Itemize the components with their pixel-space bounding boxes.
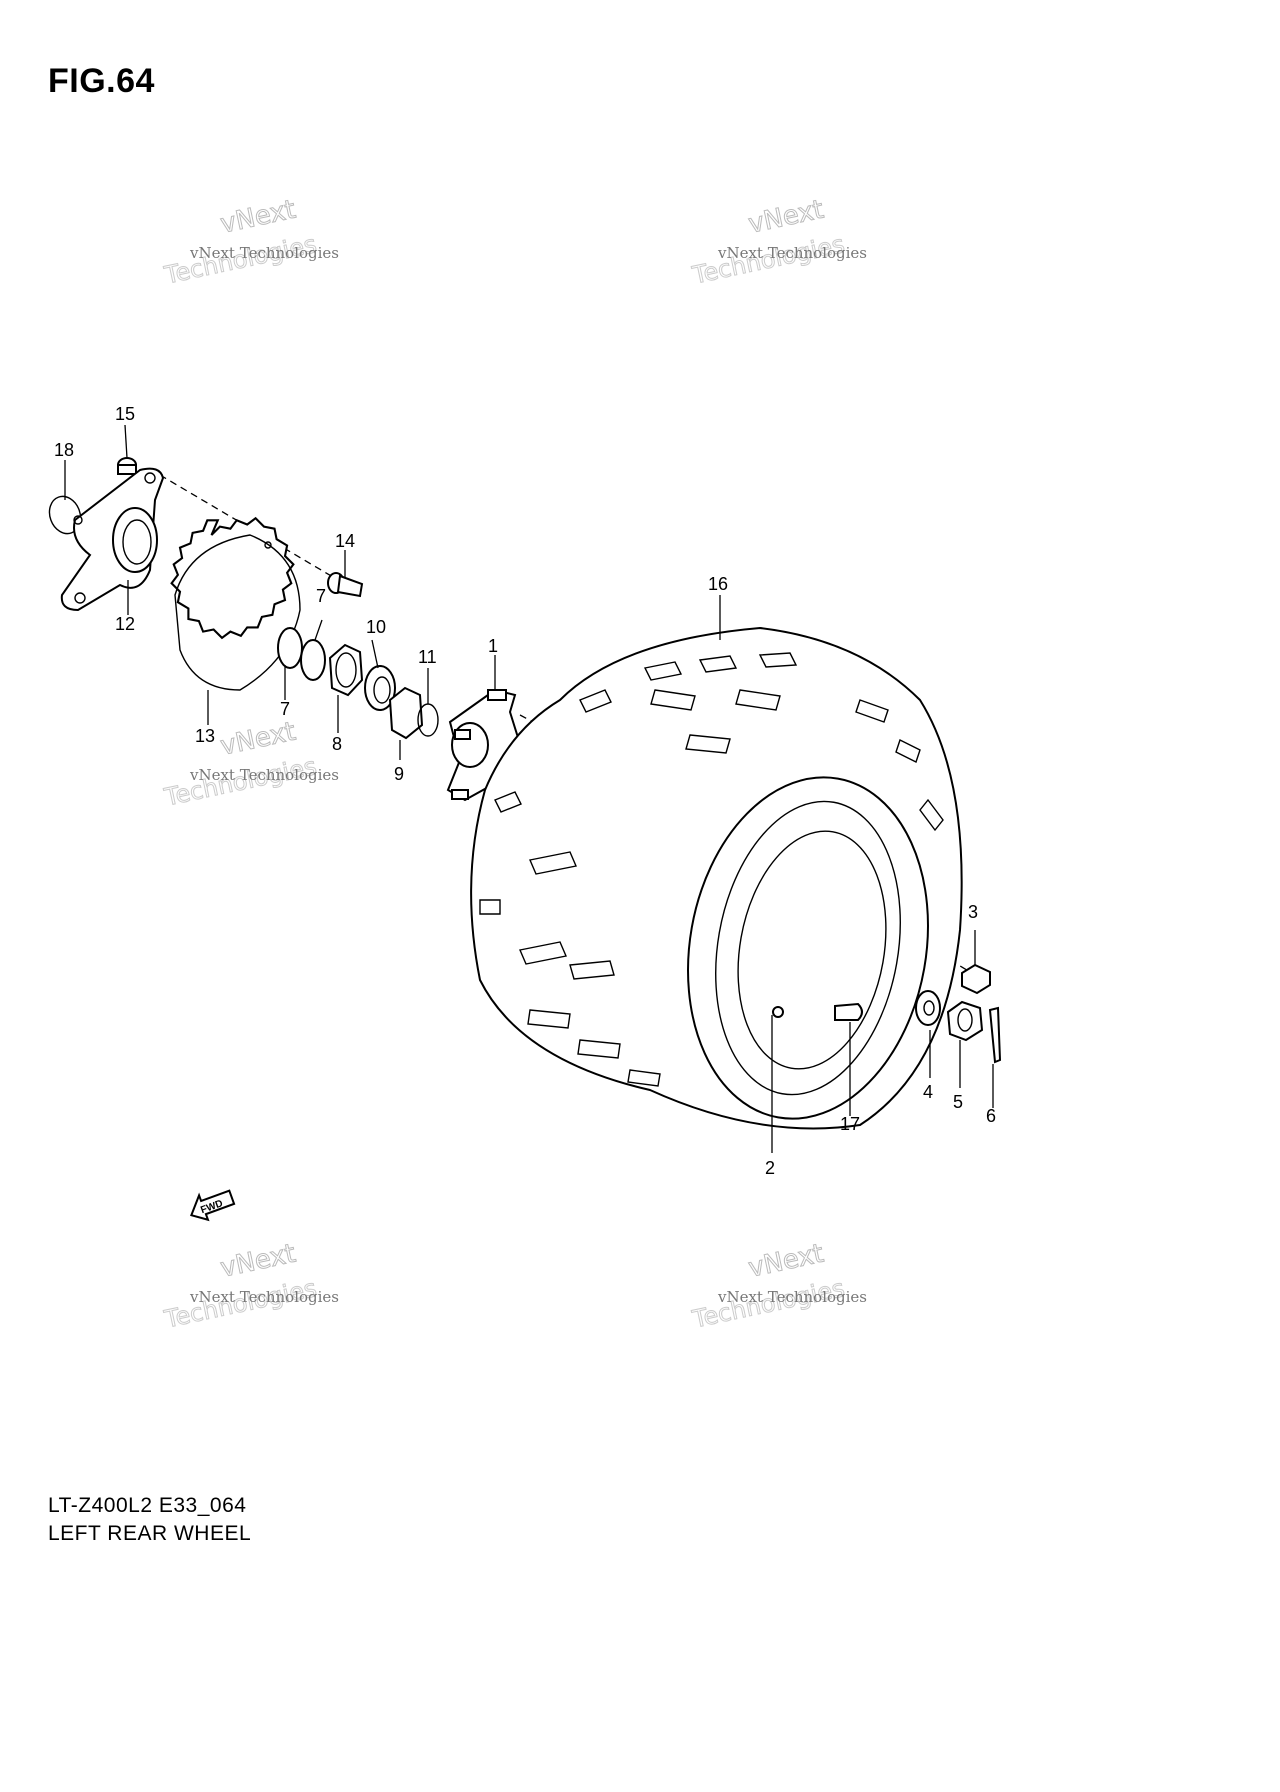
callout-6: 6: [986, 1106, 996, 1126]
callout-7-upper: 7: [316, 586, 326, 606]
spacer-part: [300, 639, 326, 681]
forward-direction-badge: FWD: [190, 1189, 236, 1222]
figure-title: FIG.64: [48, 62, 155, 100]
callout-10: 10: [366, 617, 386, 637]
watermark: vNext Technologies vNext Technologies: [161, 1238, 339, 1334]
watermark-text: vNext Technologies: [189, 766, 339, 784]
watermark-text: vNext: [746, 1239, 827, 1284]
sprocket-hub-part: [60, 467, 165, 612]
callout-15: 15: [115, 404, 135, 424]
tread-pattern: [479, 652, 944, 1087]
watermark-text: vNext Technologies: [189, 1288, 339, 1306]
lock-nut-part: [328, 643, 364, 697]
cotter-pin-part: [988, 1006, 1002, 1064]
nut-part: [117, 457, 137, 475]
watermark-text: vNext: [218, 717, 299, 762]
model-code-caption: LT-Z400L2 E33_064: [48, 1494, 247, 1517]
watermark-text: vNext: [218, 195, 299, 240]
leader-lines: [64, 424, 994, 1153]
spacer-part: [277, 627, 303, 669]
callout-9: 9: [394, 764, 404, 784]
hub-nut-part: [388, 686, 424, 740]
callout-12: 12: [115, 614, 135, 634]
watermark-text: vNext Technologies: [717, 1288, 867, 1306]
callout-4: 4: [923, 1082, 933, 1102]
callout-18: 18: [54, 440, 74, 460]
castle-nut-part: [946, 1000, 984, 1042]
callout-1: 1: [488, 636, 498, 656]
bolt-part: [327, 572, 364, 598]
callout-14: 14: [335, 531, 355, 551]
section-name-caption: LEFT REAR WHEEL: [48, 1522, 252, 1545]
callout-8: 8: [332, 734, 342, 754]
sprocket-part: [170, 516, 301, 691]
watermark: vNext Technologies vNext Technologies: [161, 194, 339, 290]
o-ring-part: [48, 495, 82, 535]
callout-5: 5: [953, 1092, 963, 1112]
callout-16: 16: [708, 574, 728, 594]
callout-7-lower: 7: [280, 699, 290, 719]
watermark-text: vNext: [746, 195, 827, 240]
callout-2: 2: [765, 1158, 775, 1178]
callout-11: 11: [418, 647, 437, 667]
watermark-text: vNext Technologies: [717, 244, 867, 262]
valve-stem-part: [772, 1002, 863, 1021]
watermark-text: vNext: [218, 1239, 299, 1284]
callout-17: 17: [840, 1114, 860, 1134]
watermark: vNext Technologies vNext Technologies: [689, 1238, 867, 1334]
callout-13: 13: [195, 726, 215, 746]
watermark: vNext Technologies vNext Technologies: [161, 716, 339, 812]
callout-3: 3: [968, 902, 978, 922]
watermark: vNext Technologies vNext Technologies: [689, 194, 867, 290]
watermark-text: vNext Technologies: [189, 244, 339, 262]
tire-part: [470, 626, 963, 1130]
callout-numbers: 1 2 3 4 5 6 7 7 8 9 10 11 12 13 14 15 16…: [54, 404, 996, 1178]
washer-part: [915, 990, 941, 1026]
bearing-part: [364, 665, 396, 711]
